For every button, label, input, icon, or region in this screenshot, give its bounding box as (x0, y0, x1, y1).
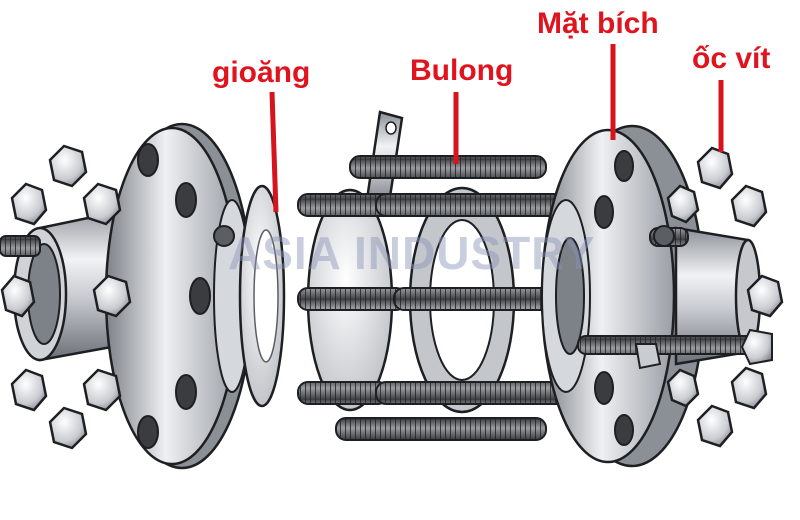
right-flange-hole (594, 371, 614, 405)
left-bolt-stub (0, 235, 41, 257)
right-bore (555, 237, 585, 355)
label-bulong: Bulong (410, 54, 514, 87)
left-flange-hole (189, 277, 211, 315)
hex-nut (82, 368, 122, 412)
right-flange-bolt-knob (653, 225, 675, 247)
stud-bolt (297, 287, 407, 311)
hex-nut (746, 274, 784, 318)
right-flange-hole (614, 414, 634, 446)
hex-nut (696, 404, 734, 448)
handle-hole (385, 121, 397, 135)
left-nuts (0, 144, 132, 450)
gasket (238, 184, 286, 408)
hex-nut (48, 144, 88, 188)
hex-nut (92, 274, 132, 318)
stud-bolt (335, 417, 547, 441)
right-flange (540, 124, 773, 468)
label-mat-bich: Mặt bích (537, 7, 659, 40)
left-flange-bolt-knob (213, 225, 235, 247)
left-flange-hole (175, 374, 197, 410)
leader-line-gioang (269, 91, 279, 213)
stud-bolt (297, 381, 389, 405)
gasket-inner (253, 229, 279, 363)
stud-bolts (297, 155, 599, 441)
stud-bolt (349, 155, 547, 179)
right-bolt-head (634, 343, 662, 370)
hex-nut (666, 184, 700, 224)
right-bolt-head (740, 328, 773, 366)
right-nuts (666, 146, 784, 448)
left-flange-hole (175, 182, 197, 218)
hex-nut (48, 406, 88, 450)
hex-nut (666, 368, 700, 408)
hex-nut (10, 182, 48, 226)
hex-nut (696, 146, 734, 190)
right-flange-hole (594, 195, 614, 229)
left-flange-hole (137, 143, 159, 177)
left-flange-hole (137, 415, 159, 449)
left-flange (12, 122, 254, 470)
hex-nut (730, 366, 768, 410)
hex-nut (10, 368, 48, 412)
hex-nut (0, 274, 36, 318)
watermark-text: ASIA INDUSTRY (228, 227, 596, 279)
hex-nut (730, 184, 768, 228)
label-oc-vit: ốc vít (692, 42, 771, 75)
stud-bolt (577, 335, 769, 355)
label-gioang: gioăng (212, 56, 311, 89)
hex-nut (82, 182, 122, 226)
right-flange-hole (614, 150, 634, 182)
leader-lines (269, 44, 724, 213)
